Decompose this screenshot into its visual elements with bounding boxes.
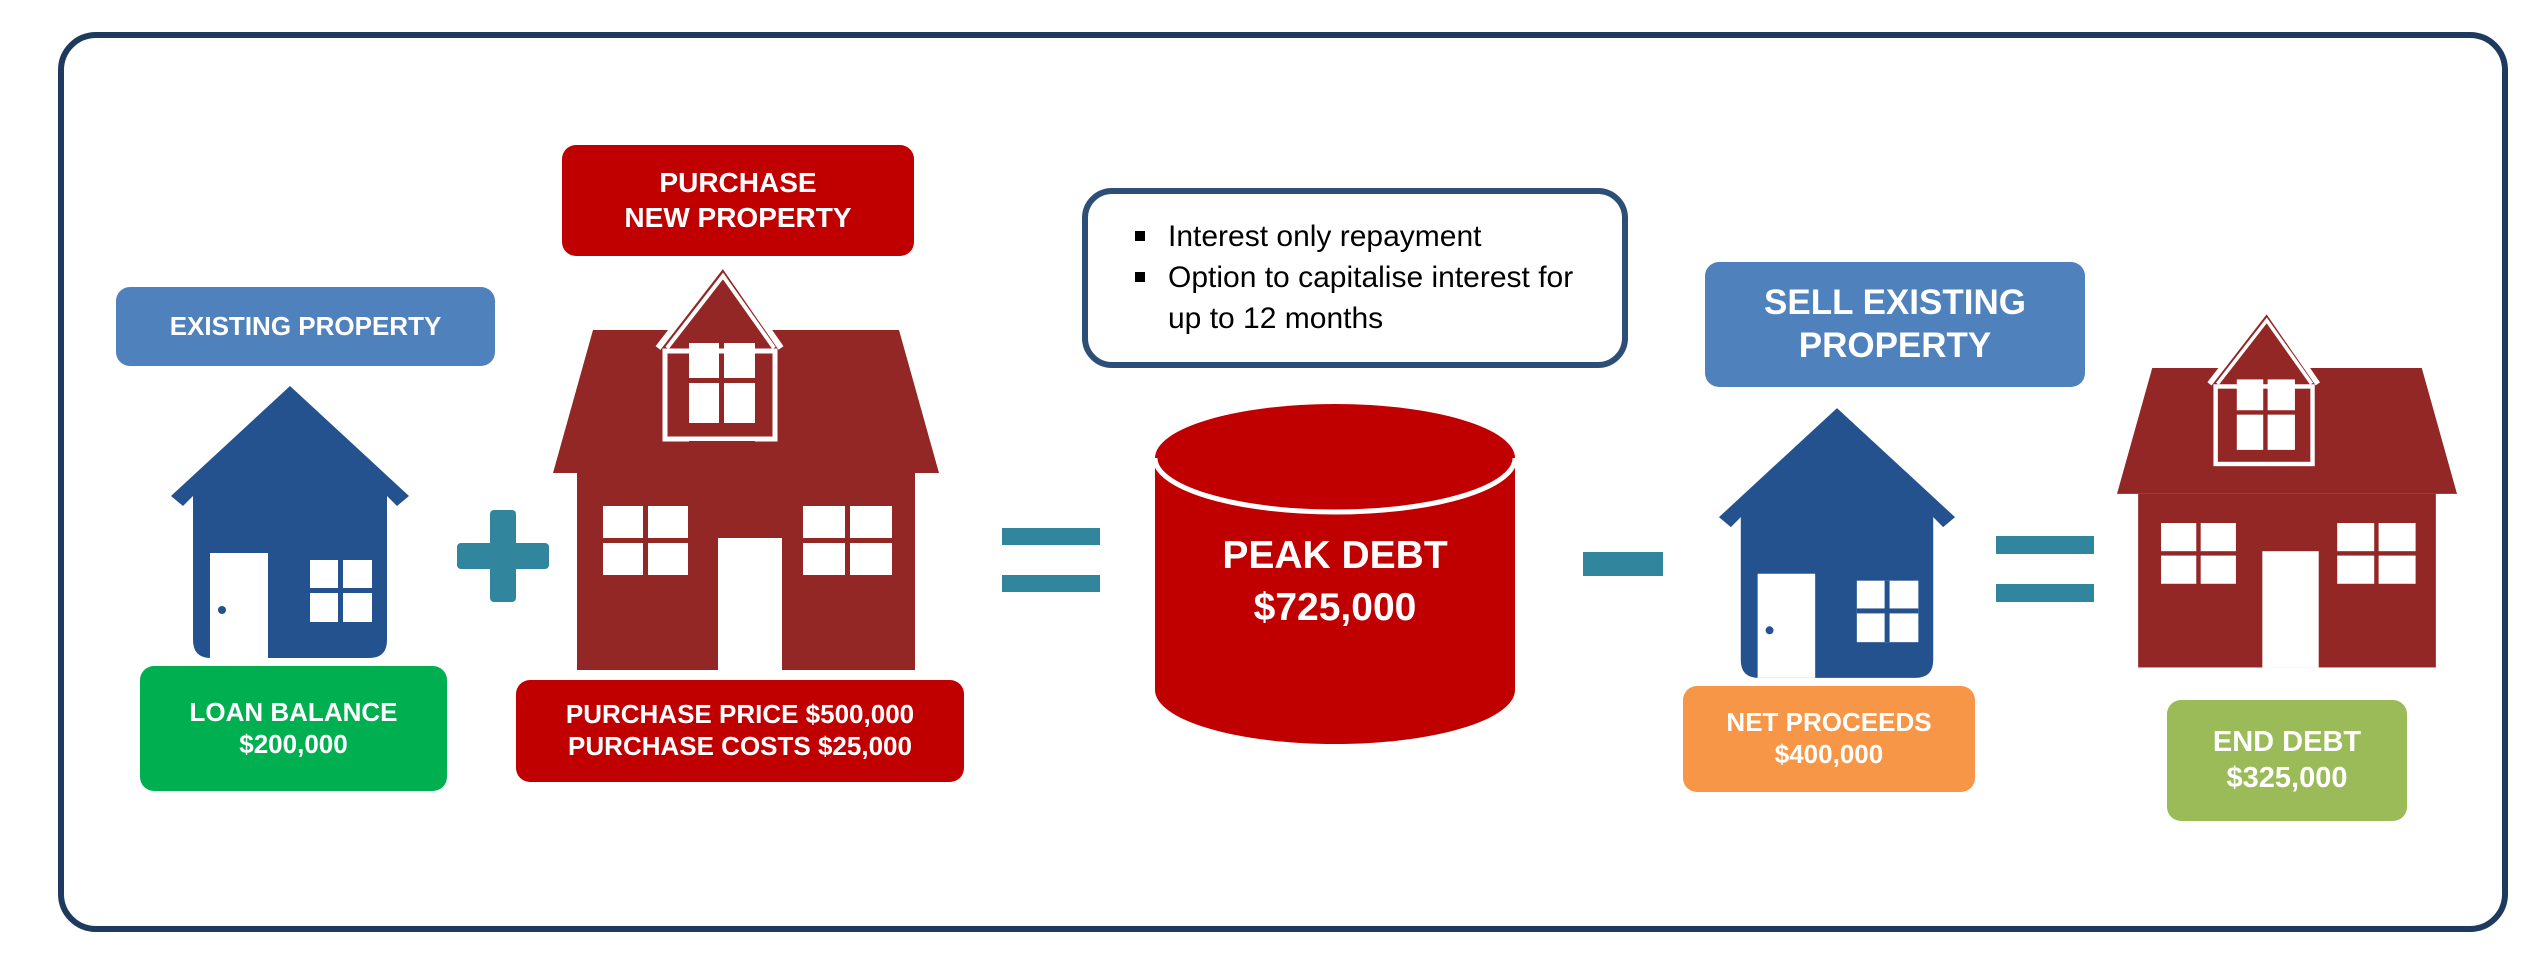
end-debt-house-icon <box>2117 305 2457 668</box>
peak-debt-cylinder-icon <box>1153 404 1517 744</box>
end-debt-amount: $325,000 <box>2226 761 2348 794</box>
purchase-price-line: PURCHASE PRICE $500,000 <box>565 699 915 730</box>
end-debt-title: END DEBT <box>2212 726 2362 759</box>
sell-existing-line1: SELL EXISTING <box>1764 282 2026 322</box>
net-proceeds-label: NET PROCEEDS $400,000 <box>1683 686 1975 792</box>
existing-property-label-text: EXISTING PROPERTY <box>169 310 442 341</box>
interest-notes-box: Interest only repayment Option to capita… <box>1082 188 1628 368</box>
purchase-new-property-line1: PURCHASE <box>659 167 817 199</box>
new-property-house-icon <box>553 258 939 670</box>
net-proceeds-title: NET PROCEEDS <box>1726 707 1932 738</box>
sell-existing-line2: PROPERTY <box>1798 325 1992 365</box>
equals-icon <box>1996 536 2094 602</box>
peak-debt-title: PEAK DEBT <box>1222 534 1448 577</box>
net-proceeds-amount: $400,000 <box>1774 739 1884 769</box>
purchase-new-property-line2: NEW PROPERTY <box>624 201 852 233</box>
end-debt-label: END DEBT $325,000 <box>2167 700 2407 821</box>
existing-property-label: EXISTING PROPERTY <box>116 287 495 366</box>
purchase-price-label: PURCHASE PRICE $500,000 PURCHASE COSTS $… <box>516 680 964 782</box>
plus-icon <box>457 510 549 602</box>
equals-icon <box>1002 528 1100 592</box>
peak-debt-text: PEAK DEBT $725,000 <box>1155 530 1515 634</box>
existing-property-house-icon <box>171 386 409 658</box>
peak-debt-amount: $725,000 <box>1253 586 1417 629</box>
loan-balance-amount: $200,000 <box>239 728 348 759</box>
minus-icon <box>1583 552 1663 576</box>
loan-balance-title: LOAN BALANCE <box>189 696 398 727</box>
purchase-new-property-label: PURCHASE NEW PROPERTY <box>562 145 914 256</box>
note-item: Option to capitalise interest for up to … <box>1135 257 1592 339</box>
purchase-costs-line: PURCHASE COSTS $25,000 <box>568 731 912 761</box>
sell-existing-property-label: SELL EXISTING PROPERTY <box>1705 262 2085 387</box>
interest-notes-list: Interest only repayment Option to capita… <box>1128 216 1592 339</box>
note-item: Interest only repayment <box>1135 216 1592 257</box>
sell-existing-house-icon <box>1718 408 1956 678</box>
loan-balance-label: LOAN BALANCE $200,000 <box>140 666 447 791</box>
